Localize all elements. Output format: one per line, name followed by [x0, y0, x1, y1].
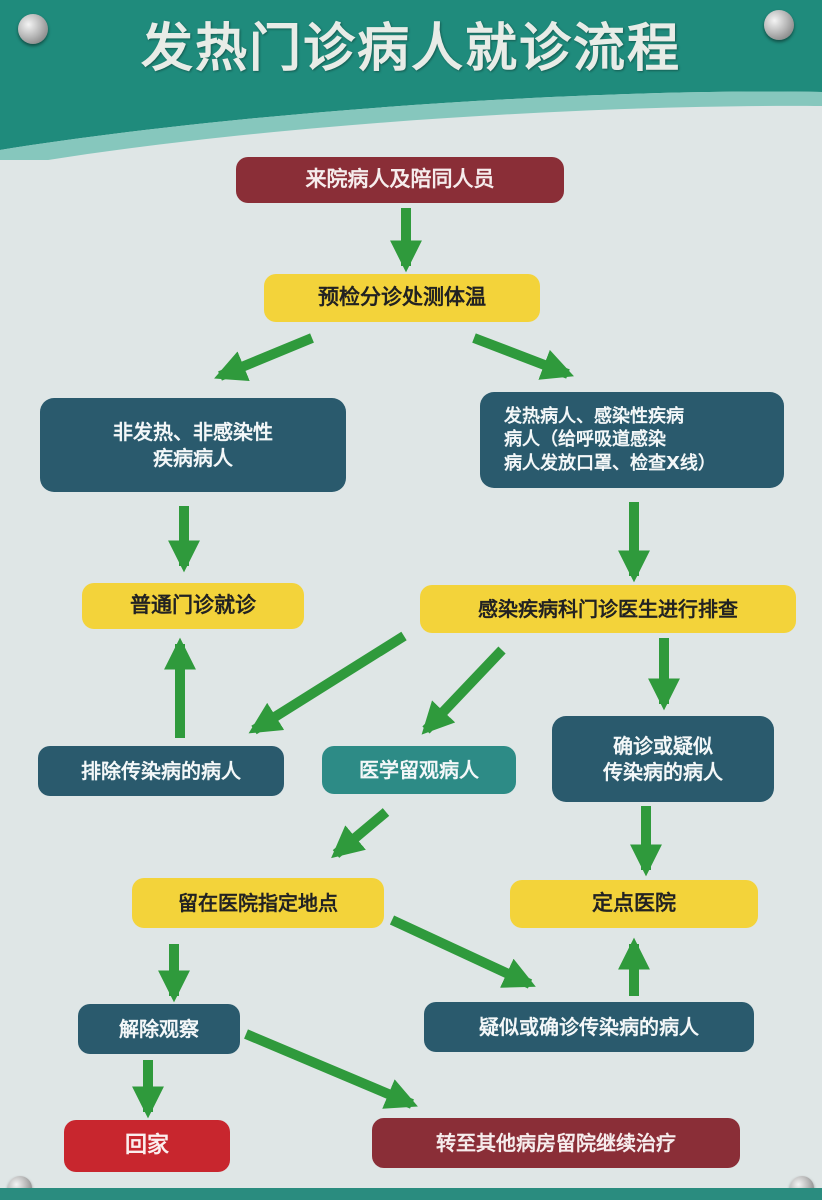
node-observation: 医学留观病人 — [322, 746, 516, 794]
node-fever-line-3: 病人发放口罩、检查X线） — [504, 452, 716, 474]
arrow-release-to-transfer — [244, 1029, 418, 1109]
arrow-screening-to-observation — [421, 646, 506, 735]
node-go-home: 回家 — [64, 1120, 230, 1172]
node-confirmed-line-1: 确诊或疑似 — [613, 734, 713, 758]
node-confirmed-line-2: 传染病的病人 — [603, 760, 723, 784]
node-general-clinic: 普通门诊就诊 — [82, 583, 304, 629]
node-fever-line-2: 病人（给呼吸道感染 — [504, 429, 666, 451]
node-transfer: 转至其他病房留院继续治疗 — [372, 1118, 740, 1168]
node-confirmed-suspected: 确诊或疑似 传染病的病人 — [552, 716, 774, 802]
node-triage: 预检分诊处测体温 — [264, 274, 540, 322]
screw-top-left — [18, 14, 48, 44]
node-suspected-confirmed: 疑似或确诊传染病的病人 — [424, 1002, 754, 1052]
node-arrivals: 来院病人及陪同人员 — [236, 157, 564, 203]
arrow-screening-to-excluded — [248, 631, 407, 735]
page-title: 发热门诊病人就诊流程 — [140, 18, 681, 79]
header-band — [0, 0, 822, 160]
screw-top-right — [764, 10, 794, 40]
node-non-fever-line-1: 非发热、非感染性 — [113, 420, 273, 444]
arrow-observation-to-location — [331, 808, 390, 859]
footer-strip — [0, 1188, 822, 1200]
arrow-location-to-suspected — [389, 915, 536, 989]
node-excluded: 排除传染病的病人 — [38, 746, 284, 796]
arrow-triage-to-fever — [472, 333, 574, 380]
node-infection-screening: 感染疾病科门诊医生进行排查 — [420, 585, 796, 633]
node-fever: 发热病人、感染性疾病 病人（给呼吸道感染 病人发放口罩、检查X线） — [480, 392, 784, 488]
node-non-fever: 非发热、非感染性 疾病病人 — [40, 398, 346, 492]
node-fever-line-1: 发热病人、感染性疾病 — [504, 405, 684, 427]
node-designated-location: 留在医院指定地点 — [132, 878, 384, 928]
arrow-triage-to-nonfever — [214, 333, 314, 382]
node-designated-hospital: 定点医院 — [510, 880, 758, 928]
node-non-fever-line-2: 疾病病人 — [153, 446, 233, 470]
node-release: 解除观察 — [78, 1004, 240, 1054]
